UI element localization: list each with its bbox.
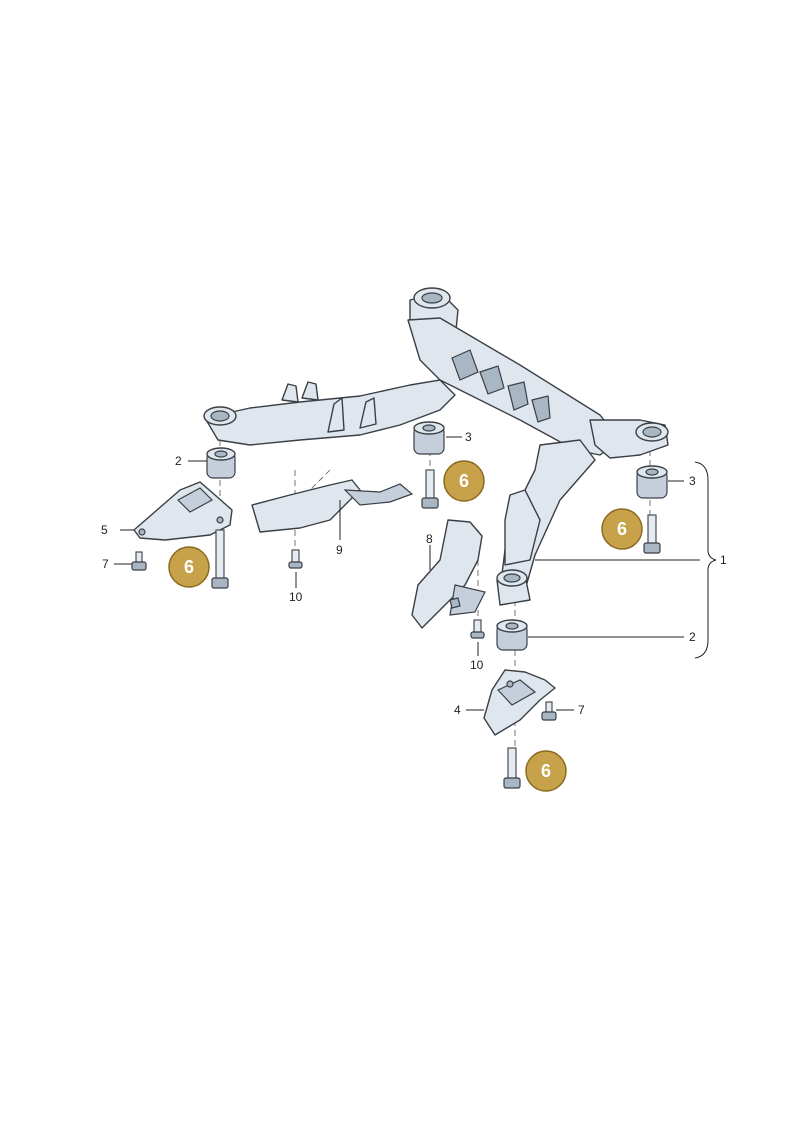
guard-9 [251, 479, 414, 533]
badge-6-left[interactable]: 6 [168, 546, 210, 588]
bolt-left [211, 529, 229, 589]
callout-3-center: 3 [465, 430, 472, 444]
badge-6-lower-label: 6 [541, 761, 551, 781]
bolt-lower [503, 747, 521, 789]
callout-4: 4 [454, 703, 461, 717]
bolt-right [643, 514, 661, 554]
bolt-center [421, 469, 439, 509]
guard-8 [411, 519, 486, 629]
clip-10-right [470, 619, 485, 639]
badge-6-right[interactable]: 6 [601, 508, 643, 550]
callout-2-upper: 2 [175, 454, 182, 468]
callout-7-left: 7 [102, 557, 109, 571]
badge-6-lower[interactable]: 6 [525, 750, 567, 792]
callout-9: 9 [336, 543, 343, 557]
callout-5: 5 [101, 523, 108, 537]
badge-6-center[interactable]: 6 [443, 460, 485, 502]
bracket-lower [483, 669, 556, 736]
bracket-left [133, 481, 233, 541]
badge-6-left-label: 6 [184, 557, 194, 577]
callout-2-lower: 2 [689, 630, 696, 644]
leader-lines [114, 436, 717, 711]
subframe [203, 287, 669, 606]
badge-6-center-label: 6 [459, 471, 469, 491]
bushing-left-upper [206, 447, 236, 479]
callout-7-lower: 7 [578, 703, 585, 717]
screw-lower-7 [541, 701, 557, 721]
badge-6-right-label: 6 [617, 519, 627, 539]
callout-labels: 1 2 2 3 3 4 5 7 7 8 9 10 10 [101, 430, 727, 717]
callout-1: 1 [720, 553, 727, 567]
callout-3-right: 3 [689, 474, 696, 488]
callout-10-left: 10 [289, 590, 303, 604]
bushing-right [636, 465, 668, 499]
bushing-lower [496, 619, 528, 651]
callout-8: 8 [426, 532, 433, 546]
callout-10-right: 10 [470, 658, 484, 672]
bushing-center [413, 421, 445, 455]
clip-10-left [288, 549, 303, 569]
screw-left-7 [131, 551, 147, 571]
